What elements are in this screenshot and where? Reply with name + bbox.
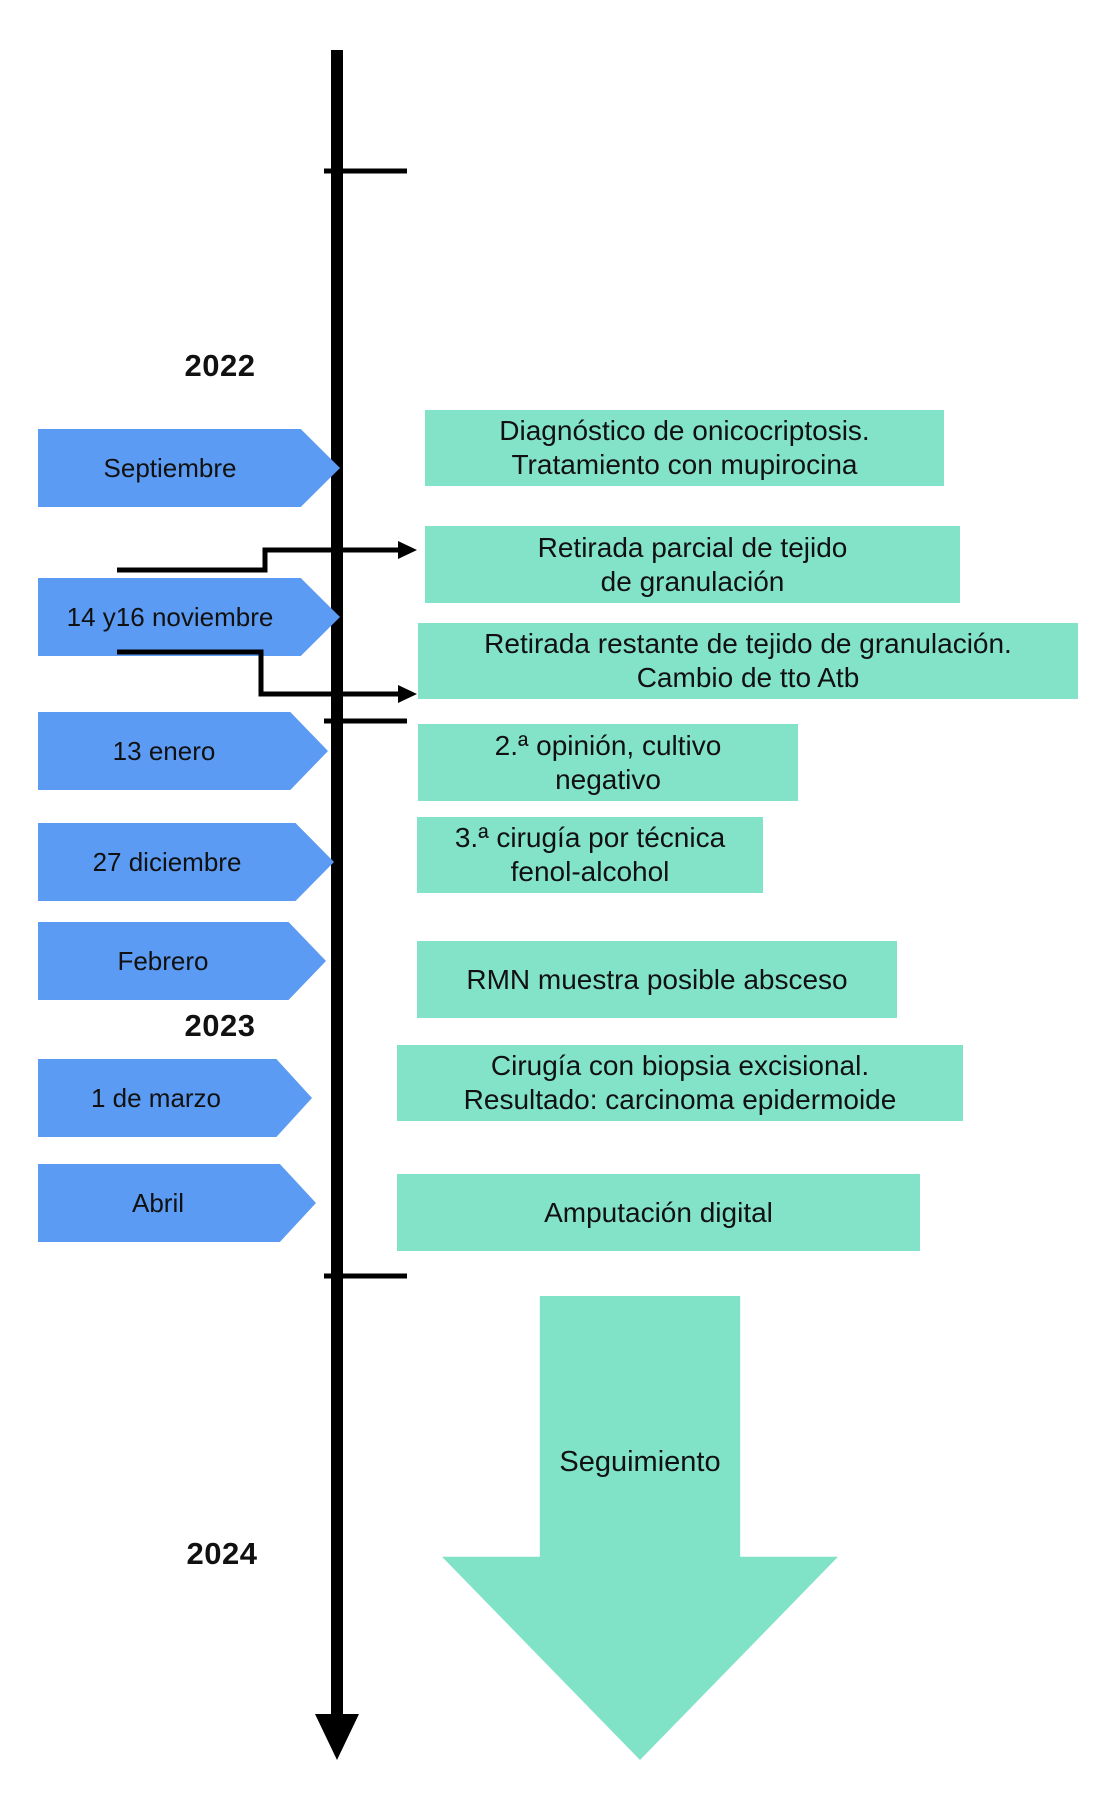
event-box-amputacion: Amputación digital: [397, 1174, 920, 1251]
followup-arrow: Seguimiento: [442, 1296, 838, 1760]
year-label-2024: 2024: [186, 1536, 258, 1571]
date-arrow-febrero: Febrero: [38, 922, 326, 1000]
connector-retirada-parcial: [117, 547, 400, 573]
event-line: Resultado: carcinoma epidermoide: [463, 1084, 897, 1115]
event-box-retirada-parcial: Retirada parcial de tejido de granulació…: [425, 526, 960, 603]
date-arrow-1-de-marzo: 1 de marzo: [38, 1059, 312, 1137]
event-line: Cambio de tto Atb: [636, 662, 860, 693]
date-label: Febrero: [117, 945, 209, 976]
timeline-axis-arrowhead-icon: [315, 1714, 359, 1760]
connector-arrowhead-icon: [398, 541, 417, 559]
event-line: de granulación: [600, 565, 785, 597]
event-line: negativo: [555, 763, 661, 795]
date-arrow-septiembre: Septiembre: [38, 429, 340, 507]
event-box-rmn: RMN muestra posible absceso: [417, 941, 897, 1018]
event-box-biopsia: Cirugía con biopsia excisional. Resultad…: [397, 1045, 963, 1121]
year-label-2023: 2023: [184, 1008, 256, 1043]
date-label: 13 enero: [112, 735, 216, 766]
event-box-retirada-restante: Retirada restante de tejido de granulaci…: [418, 623, 1078, 699]
event-line: Tratamiento con mupirocina: [511, 449, 858, 480]
connector-arrowhead-icon: [398, 685, 417, 703]
date-label: Abril: [131, 1187, 184, 1218]
date-arrow-abril: Abril: [38, 1164, 316, 1242]
event-line: fenol-alcohol: [510, 856, 670, 887]
date-label: 14 y16 noviembre: [66, 601, 274, 632]
connector-retirada-restante: [117, 649, 400, 697]
event-line: RMN muestra posible absceso: [466, 963, 848, 995]
date-arrow-13-enero: 13 enero: [38, 712, 328, 790]
event-line: Retirada restante de tejido de granulaci…: [484, 628, 1012, 659]
event-box-tercera-cirugia: 3.ª cirugía por técnica fenol-alcohol: [417, 817, 763, 893]
event-line: 3.ª cirugía por técnica: [454, 822, 726, 853]
followup-label: Seguimiento: [559, 1446, 721, 1478]
date-label: 1 de marzo: [90, 1082, 222, 1113]
event-box-segunda-opinion: 2.ª opinión, cultivo negativo: [418, 724, 798, 801]
event-line: Cirugía con biopsia excisional.: [490, 1050, 870, 1081]
event-line: Diagnóstico de onicocriptosis.: [499, 415, 870, 446]
year-label-2022: 2022: [184, 348, 256, 383]
event-line: Amputación digital: [544, 1196, 773, 1228]
timeline-axis-line: [331, 50, 343, 1716]
event-box-diagnostico: Diagnóstico de onicocriptosis. Tratamien…: [425, 410, 944, 486]
date-arrow-27-diciembre: 27 diciembre: [38, 823, 334, 901]
date-label: 27 diciembre: [92, 846, 242, 877]
date-label: Septiembre: [103, 452, 237, 483]
date-arrow-noviembre: 14 y16 noviembre: [38, 578, 340, 656]
event-line: Retirada parcial de tejido: [537, 531, 848, 563]
event-line: 2.ª opinión, cultivo: [494, 729, 722, 761]
